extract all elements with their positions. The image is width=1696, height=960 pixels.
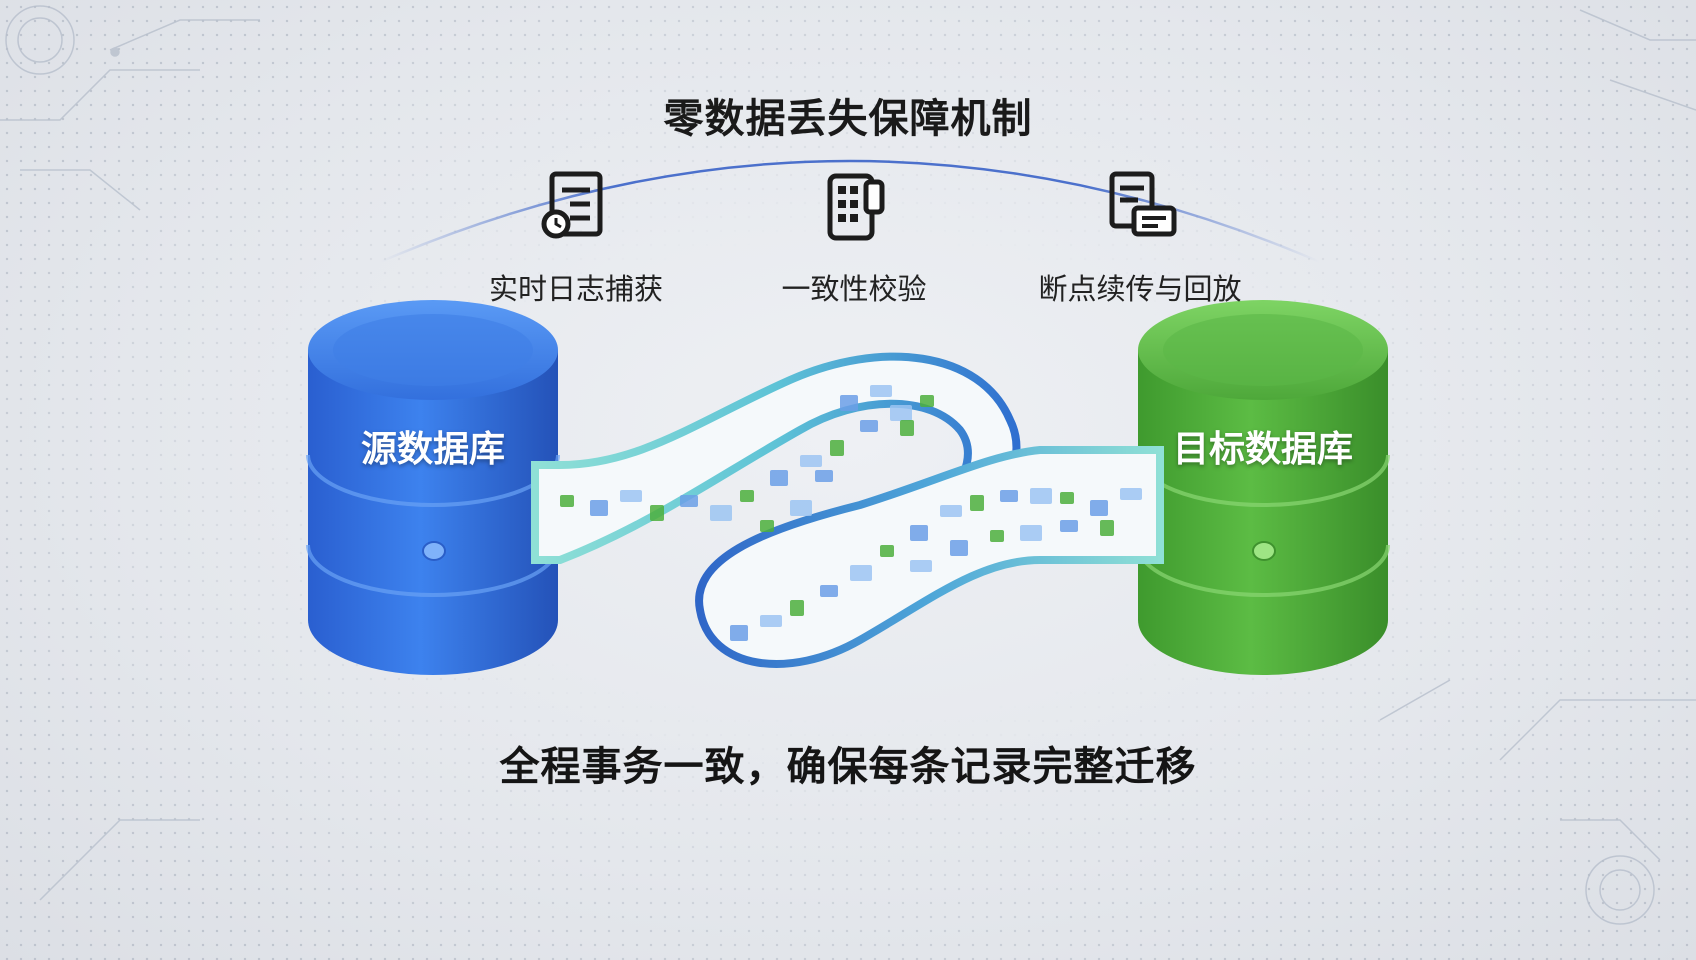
data-record-chip: [1060, 492, 1074, 504]
feature-arc: [379, 159, 1321, 264]
data-record-chip: [950, 540, 968, 556]
target-database-label: 目标数据库: [1172, 429, 1353, 470]
data-record-chip: [1020, 525, 1042, 541]
data-record-chip: [770, 470, 788, 486]
target-database: [1136, 300, 1390, 675]
data-record-chip: [790, 600, 804, 616]
data-record-chip: [680, 495, 698, 507]
data-record-chip: [870, 385, 892, 397]
source-database-label: 源数据库: [360, 429, 505, 470]
data-record-chip: [940, 505, 962, 517]
data-record-chip: [900, 420, 914, 436]
data-record-chip: [800, 455, 822, 467]
checksum-device-icon: [827, 173, 885, 241]
data-record-chip: [790, 500, 812, 516]
data-stream: [531, 352, 1164, 668]
data-record-chip: [830, 440, 844, 456]
data-record-chip: [890, 405, 912, 421]
data-record-chip: [560, 495, 574, 507]
tagline: 全程事务一致，确保每条记录完整迁移: [499, 744, 1197, 790]
data-record-chip: [650, 505, 664, 521]
data-record-chip: [1060, 520, 1078, 532]
circuit-decoration: [0, 5, 1696, 925]
data-record-chip: [880, 545, 894, 557]
data-record-chip: [815, 470, 833, 482]
feature-label: 实时日志捕获: [488, 272, 663, 306]
data-record-chip: [1100, 520, 1114, 536]
data-record-chip: [910, 525, 928, 541]
feature-resume-replay: 断点续传与回放: [1010, 166, 1270, 308]
log-document-icon: [541, 171, 603, 239]
data-record-chip: [920, 395, 934, 407]
data-record-chip: [1030, 488, 1052, 504]
data-record-chip: [760, 615, 782, 627]
data-record-chip: [1000, 490, 1018, 502]
feature-consistency-check: 一致性校验: [724, 166, 984, 308]
data-record-chip: [970, 495, 984, 511]
data-record-chip: [620, 490, 642, 502]
data-record-chip: [1090, 500, 1108, 516]
data-record-chip: [590, 500, 608, 516]
data-record-chip: [820, 585, 838, 597]
page-title: 零数据丢失保障机制: [663, 96, 1033, 142]
feature-label: 断点续传与回放: [1038, 272, 1242, 306]
source-database: [306, 300, 560, 675]
feature-label: 一致性校验: [781, 272, 927, 306]
data-record-chip: [990, 530, 1004, 542]
data-record-chip: [910, 560, 932, 572]
data-record-chip: [760, 520, 774, 532]
data-record-chip: [860, 420, 878, 432]
resume-replay-icon: [1109, 171, 1177, 237]
data-record-chip: [1120, 488, 1142, 500]
data-record-chip: [840, 395, 858, 411]
data-record-chip: [740, 490, 754, 502]
data-record-chip: [730, 625, 748, 641]
data-record-chip: [710, 505, 732, 521]
feature-log-capture: 实时日志捕获: [446, 166, 706, 308]
data-record-chip: [850, 565, 872, 581]
